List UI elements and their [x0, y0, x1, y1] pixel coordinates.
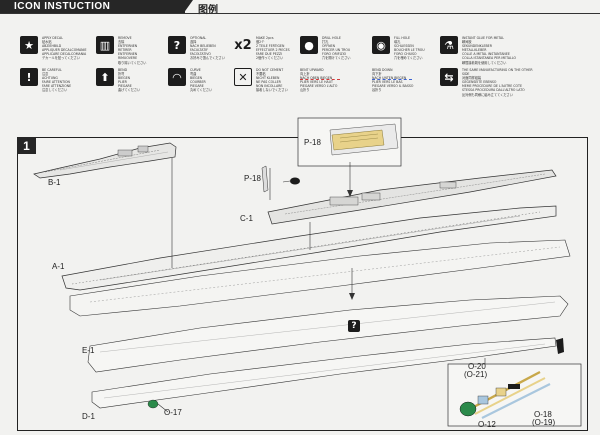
- optional-icon: ?: [168, 36, 186, 54]
- bend-down-text: BEND DOWN 向下折 NACH UNTEN BIEGEN PLIER VE…: [372, 68, 414, 93]
- curve-icon: ◠: [168, 68, 186, 86]
- label-b1: B-1: [48, 178, 61, 187]
- part-b1-drawing: [33, 142, 177, 179]
- make-two-icon: x2: [234, 37, 252, 53]
- apply-decal-text: APPLY DECAL 贴水贴 ABZIEHBILD APPLIQUER DEC…: [42, 36, 87, 61]
- legend-item-do-not-cement: ✕DO NOT CEMENT 不要粘 NICHT KLEBEN NE PAS C…: [234, 68, 329, 104]
- label-c1: C-1: [240, 214, 253, 223]
- remove-text: REMOVE 去除 ENTFERNEN RETIRER ENTFERNEN RI…: [118, 36, 147, 65]
- do-not-cement-text: DO NOT CEMENT 不要粘 NICHT KLEBEN NE PAS CO…: [256, 68, 288, 93]
- label-o21: (O-21): [464, 370, 488, 379]
- assembly-guide-lines: [157, 158, 486, 413]
- masts-detail-inset: [447, 363, 582, 427]
- be-careful-text: BE CAREFUL 注意 ACHTUNG FAIRE ATTENTION FA…: [42, 68, 72, 93]
- page-title: ICON INSTUCTION: [14, 1, 111, 12]
- legend-item-remove: ▥REMOVE 去除 ENTFERNEN RETIRER ENTFERNEN R…: [96, 36, 191, 72]
- hull-upper-band-drawing: [69, 239, 571, 317]
- header-notch: [183, 0, 193, 14]
- part-e1-drawing: [87, 295, 569, 373]
- legend-item-instant-glue: ⚗INSTANT GLUE FOR METAL 瞬间胶 SEKUNDENKLEB…: [440, 36, 535, 72]
- header-title-band: [0, 0, 185, 14]
- instant-glue-text: INSTANT GLUE FOR METAL 瞬间胶 SEKUNDENKLEBE…: [462, 36, 517, 65]
- legend-item-other-side: ⇆THE SAME MANUFACTURING ON THE OTHER SID…: [440, 68, 535, 104]
- label-o20: O-20: [468, 362, 486, 371]
- label-o19: (O-19): [532, 418, 556, 427]
- instant-glue-icon: ⚗: [440, 36, 458, 54]
- curve-text: CURVE 弯曲 BIEGEN COURBER PIEGARE 丸めてください: [190, 68, 213, 93]
- legend-item-fill-hole: ◉FILL HOLE 填孔 SCHLIESSEN BOUCHER LE TROU…: [372, 36, 467, 72]
- label-p18: P-18: [244, 174, 261, 183]
- step-number: 1: [17, 137, 36, 154]
- arrow-head-hull: [349, 293, 355, 300]
- label-o12: O-12: [478, 420, 496, 429]
- bend-down-line-icon: [372, 79, 412, 80]
- header-rule: [0, 13, 600, 14]
- other-side-text: THE SAME MANUFACTURING ON THE OTHER SIDE…: [462, 68, 533, 97]
- part-c1-drawing: [267, 169, 557, 225]
- part-d1-drawing: [91, 337, 557, 409]
- legend-item-drill-hole: ●DRILL HOLE 打孔 OFFNEN PERCER UN TROU FOR…: [300, 36, 395, 72]
- bent-upward-line-icon: [300, 79, 340, 80]
- page-title-cn: 图例: [198, 5, 218, 16]
- make-two-text: MAKE 2pcs 做2个 2 TEILE FERTIGEN EFFECTUER…: [256, 36, 290, 61]
- part-p18-drawing: [261, 165, 300, 193]
- arrow-head-p18: [347, 190, 353, 197]
- bend-text: BEND 折弯 BIEGEN PLIER PIEGARE 曲げてください: [118, 68, 141, 93]
- other-side-icon: ⇆: [440, 68, 458, 86]
- legend-item-apply-decal: ★APPLY DECAL 贴水贴 ABZIEHBILD APPLIQUER DE…: [20, 36, 115, 72]
- legend-item-bend: ⬆BEND 折弯 BIEGEN PLIER PIEGARE 曲げてください: [96, 68, 191, 104]
- fill-hole-icon: ◉: [372, 36, 390, 54]
- legend-item-bent-upward: BENT UPWARD 向上折 NACH OBEN BIEGEN PLIER V…: [300, 68, 395, 104]
- optional-text: OPTIONAL 选择 NACH BELIEBEN FACULTATIF FAC…: [190, 36, 225, 61]
- drill-hole-icon: ●: [300, 36, 318, 54]
- bend-icon: ⬆: [96, 68, 114, 86]
- p18-detail-inset: [297, 117, 402, 167]
- do-not-cement-icon: ✕: [234, 68, 252, 86]
- label-a1: A-1: [52, 262, 65, 271]
- legend-item-curve: ◠CURVE 弯曲 BIEGEN COURBER PIEGARE 丸めてください: [168, 68, 263, 104]
- apply-decal-icon: ★: [20, 36, 38, 54]
- optional-step-icon: ?: [348, 320, 360, 332]
- legend-item-be-careful: !BE CAREFUL 注意 ACHTUNG FAIRE ATTENTION F…: [20, 68, 115, 104]
- be-careful-icon: !: [20, 68, 38, 86]
- label-o18: O-18: [534, 410, 552, 419]
- legend-item-bend-down: BEND DOWN 向下折 NACH UNTEN BIEGEN PLIER VE…: [372, 68, 467, 104]
- header-bar: ICON INSTUCTION 图例: [0, 0, 600, 16]
- remove-icon: ▥: [96, 36, 114, 54]
- label-d1: D-1: [82, 412, 95, 421]
- bent-upward-text: BENT UPWARD 向上折 NACH OBEN BIEGEN PLIER V…: [300, 68, 338, 93]
- label-p18-detail: P-18: [304, 138, 321, 147]
- label-e1: E-1: [82, 346, 95, 355]
- fill-hole-text: FILL HOLE 填孔 SCHLIESSEN BOUCHER LE TROU …: [394, 36, 425, 61]
- drill-hole-text: DRILL HOLE 打孔 OFFNEN PERCER UN TROU FORO…: [322, 36, 351, 61]
- legend-item-optional: ?OPTIONAL 选择 NACH BELIEBEN FACULTATIF FA…: [168, 36, 263, 72]
- label-o17: O-17: [164, 408, 182, 417]
